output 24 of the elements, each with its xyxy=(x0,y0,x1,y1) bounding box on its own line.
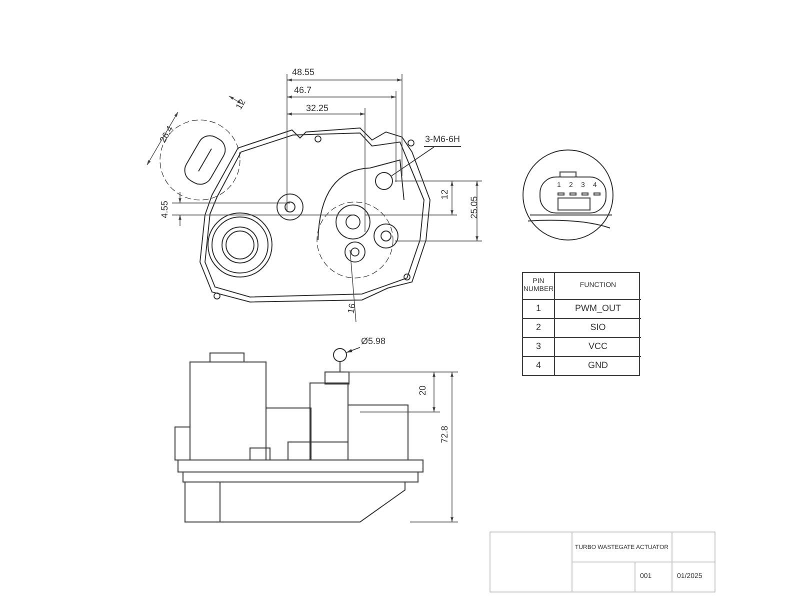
table-cell: SIO xyxy=(555,318,641,337)
table-cell: 3 xyxy=(523,337,555,356)
ball-joint xyxy=(333,348,347,362)
threaded-hole xyxy=(375,172,393,190)
callout-text: 3-M6-6H xyxy=(424,132,462,147)
dimension-value: 46.7 xyxy=(294,86,312,95)
dimension-value: 72.8 xyxy=(440,426,450,444)
table-cell: 4 xyxy=(523,356,555,375)
dimension-value: 4.55 xyxy=(160,200,170,218)
dimension-value: 48.55 xyxy=(292,68,315,77)
leader-line xyxy=(391,146,434,176)
table-cell: 1 xyxy=(523,299,555,318)
dimension-value: 32.25 xyxy=(306,104,329,113)
dimension-value: 20 xyxy=(418,386,428,396)
table-cell: PWM_OUT xyxy=(555,299,641,318)
table-cell: VCC xyxy=(555,337,641,356)
table-cell: GND xyxy=(555,356,641,375)
dimension-value: 12 xyxy=(234,98,248,112)
dimension-value: 25.05 xyxy=(470,196,479,219)
dimension-value: 12 xyxy=(440,190,450,200)
leader-line xyxy=(346,347,360,353)
table-cell: 2 xyxy=(523,318,555,337)
dimension-value: 16 xyxy=(346,302,358,314)
callout-text: Ø5.98 xyxy=(360,334,387,348)
